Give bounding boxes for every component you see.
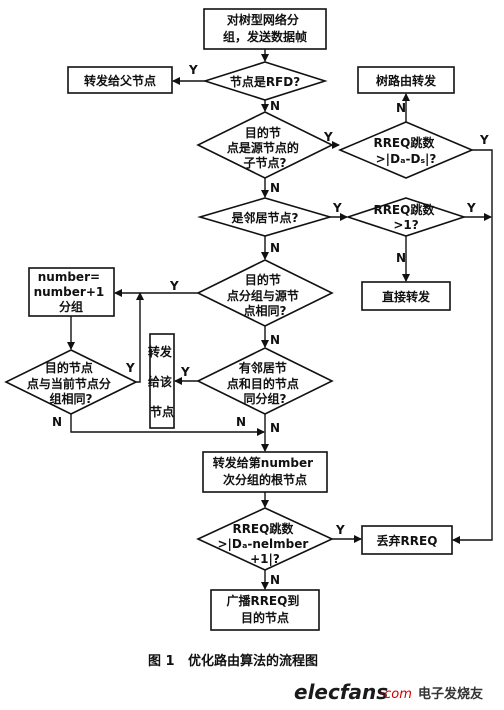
label-neighborgroup-n: N — [270, 421, 280, 435]
rreq-hops-3-text: RREQ跳数 >|Dₐ-nelmber +1|? — [217, 521, 312, 566]
label-hops2-n: N — [396, 251, 406, 265]
is-child-text: 目的节 点是源节点的 子节点? — [227, 125, 303, 170]
edge-current-n-down — [70, 414, 265, 436]
rreq-hops-1-text: RREQ跳数 >|Dₐ-Dₛ|? — [373, 135, 438, 166]
broadcast-box — [210, 589, 320, 631]
forward-parent-text: 转发给父节点 — [84, 73, 156, 88]
broadcast-text: 广播RREQ到 目的节点 — [226, 593, 303, 625]
number-box-text: number= number+1 分组 — [34, 270, 109, 314]
label-current-n: N — [52, 415, 62, 429]
direct-forward-box — [361, 281, 451, 311]
number-box — [28, 267, 115, 317]
discard-text: 丢弃RREQ — [377, 533, 438, 548]
watermark-brand: elecfans — [294, 680, 388, 704]
edge-hops1-discard — [452, 149, 493, 544]
rreq-hops-2-text: RREQ跳数 >1? — [373, 202, 438, 232]
label-samegroup-n: N — [270, 333, 280, 347]
label-hops3-n: N — [270, 573, 280, 587]
is-rfd-text: 节点是RFD? — [230, 74, 300, 89]
label-child-y: Y — [323, 130, 333, 144]
figure-number: 图 1 — [148, 654, 175, 669]
neighbor-same-group-text: 有邻居节 点和目的节点 同分组? — [227, 360, 303, 406]
label-hops1-y: Y — [479, 133, 489, 147]
label-samegroup-y: Y — [169, 279, 179, 293]
label-hops2-y: Y — [466, 201, 476, 215]
forward-root-box — [202, 451, 328, 493]
start-box — [203, 8, 327, 50]
label-rfd-y: Y — [188, 63, 198, 77]
label-current-y: Y — [125, 361, 135, 375]
label-merge-n: N — [236, 415, 246, 429]
rreq-hops-1-diamond — [337, 121, 475, 179]
is-neighbor-text: 是邻居节点? — [231, 210, 299, 225]
edge-current-y-back — [136, 292, 144, 383]
discard-box — [361, 525, 453, 555]
same-group-text: 目的节 点分组与源节 点相同? — [227, 272, 303, 318]
tree-route-text: 树路由转发 — [376, 73, 437, 88]
figure-title: 优化路由算法的流程图 — [188, 653, 318, 669]
watermark-cn: 电子发烧友 — [418, 686, 483, 702]
label-neighbor-n: N — [270, 241, 280, 255]
label-hops3-y: Y — [335, 523, 345, 537]
label-neighborgroup-y: Y — [180, 365, 190, 379]
label-neighbor-y: Y — [332, 201, 342, 215]
watermark-dotcom: ·com — [380, 687, 412, 702]
forward-node-text: 转发 给该 节点 — [148, 344, 176, 419]
label-child-n: N — [270, 181, 280, 195]
forward-node-box — [149, 333, 175, 429]
direct-forward-text: 直接转发 — [382, 289, 431, 304]
current-same-group-text: 目的节点 点与当前节点分 组相同? — [27, 360, 115, 406]
start-box-text: 对树型网络分 组，发送数据帧 — [223, 12, 307, 44]
forward-root-text: 转发给第number 次分组的根节点 — [213, 455, 317, 487]
tree-route-box — [357, 66, 455, 94]
label-hops1-n: N — [396, 101, 406, 115]
label-rfd-n: N — [270, 99, 280, 113]
